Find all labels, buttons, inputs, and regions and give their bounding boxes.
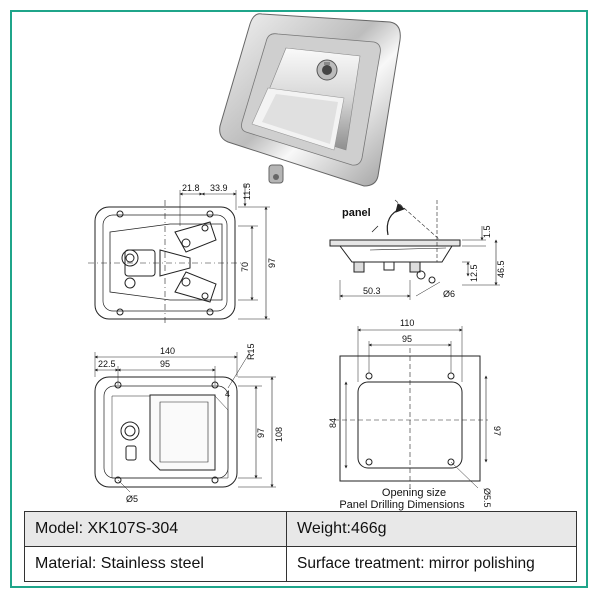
- surface-cell: Surface treatment: mirror polishing: [286, 546, 577, 582]
- back-dim-4: R15: [246, 343, 256, 360]
- side-dim-4: 50.3: [363, 286, 381, 296]
- front-dim-2: 33.9: [210, 183, 228, 193]
- page-frame: [10, 10, 588, 588]
- side-dim-3: 12.5: [469, 264, 479, 282]
- cutout-dim-3: 84: [328, 418, 338, 428]
- back-dim-1: 140: [160, 346, 175, 356]
- back-dim-2: 22.5: [98, 359, 116, 369]
- cutout-dim-4: 97: [492, 426, 502, 436]
- back-dim-5: 4: [225, 389, 230, 399]
- side-dim-1: 1.5: [482, 225, 492, 238]
- cutout-dim-2: 95: [402, 334, 412, 344]
- cutout-dim-1: 110: [400, 318, 414, 328]
- product-photo: [219, 13, 401, 187]
- cutout-caption-drilling: Panel Drilling Dimensions: [339, 499, 465, 511]
- front-dim-1: 21.8: [182, 183, 200, 193]
- spec-row: Model: XK107S-304 Weight:466g: [24, 511, 577, 547]
- side-dim-2: 46.5: [496, 260, 506, 278]
- spec-row: Material: Stainless steel Surface treatm…: [24, 546, 577, 582]
- front-dim-3: 11.5: [242, 183, 252, 200]
- cutout-view: [334, 326, 488, 490]
- weight-cell: Weight:466g: [286, 511, 577, 547]
- model-cell: Model: XK107S-304: [24, 511, 287, 547]
- back-dim-6: 97: [256, 428, 266, 438]
- material-cell: Material: Stainless steel: [24, 546, 287, 582]
- front-dim-4: 70: [240, 262, 250, 272]
- side-dim-5: Ø6: [443, 289, 455, 299]
- spec-table: Model: XK107S-304 Weight:466g Material: …: [24, 511, 577, 582]
- back-dim-3: 95: [160, 359, 170, 369]
- cutout-caption-opening: Opening size: [382, 487, 446, 499]
- back-dim-8: Ø5: [126, 494, 138, 504]
- front-view: [88, 183, 270, 325]
- front-dim-5: 97: [267, 258, 277, 268]
- back-dim-7: 108: [274, 427, 284, 442]
- cutout-dim-5: Ø5.5: [482, 488, 492, 508]
- back-view: [94, 351, 276, 493]
- side-view: [329, 199, 500, 300]
- panel-label: panel: [342, 207, 371, 219]
